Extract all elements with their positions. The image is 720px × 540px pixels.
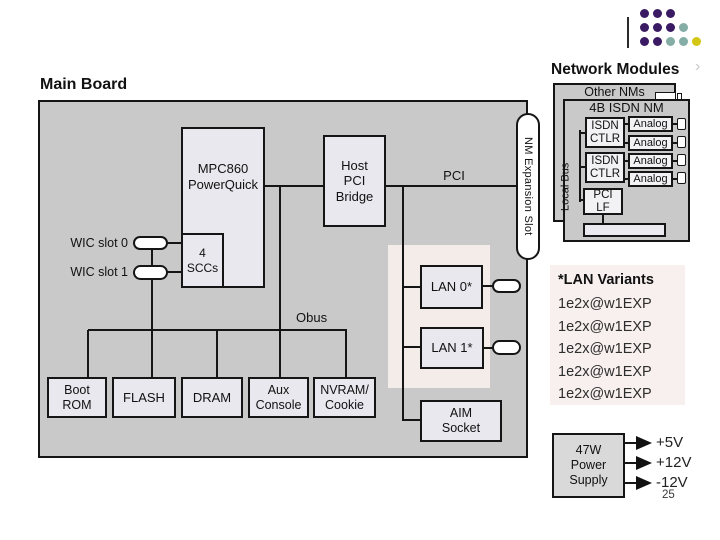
lan-variant-item: 1e2x@w1EXP (558, 296, 652, 312)
connector-line (624, 178, 629, 180)
connector-line (624, 142, 629, 144)
connector-line (624, 123, 629, 125)
block-sccs: 4 SCCs (181, 233, 224, 288)
connector-line (579, 166, 585, 168)
analog-port-1 (677, 118, 686, 130)
lan-variants-title: *LAN Variants (558, 272, 654, 288)
connector-line (673, 142, 677, 144)
lan-variant-item: 1e2x@w1EXP (558, 363, 652, 380)
logo-dot (653, 37, 662, 46)
obus-label: Obus (296, 310, 328, 325)
logo-dot (653, 23, 662, 32)
block-analog-4: Analog (628, 171, 673, 187)
block-pci-lf: PCI LF (583, 188, 623, 215)
connector-line (403, 346, 421, 348)
connector-line (579, 132, 585, 134)
connector-line (673, 160, 677, 162)
power-output-label-1: +5V (656, 434, 684, 451)
connector-line (151, 243, 153, 377)
connector-line (166, 242, 182, 244)
pci-bus-line (265, 185, 518, 187)
power-output-label-2: +12V (656, 454, 692, 471)
wic-slot-1-connector (133, 265, 168, 280)
power-arrow-3-head (636, 476, 652, 490)
logo-dot (679, 37, 688, 46)
power-arrow-2-head (636, 456, 652, 470)
lan0-connector (492, 279, 521, 293)
connector-line (483, 285, 492, 287)
connector-line (216, 330, 218, 377)
connector-line (624, 160, 629, 162)
main-board-title: Main Board (40, 76, 128, 93)
pci-bus-label: PCI (443, 168, 465, 183)
block-lan1: LAN 1* (420, 327, 484, 369)
connector-line (403, 286, 421, 288)
isdn-nm-label: 4B ISDN NM (589, 100, 664, 115)
other-nms-label: Other NMs (584, 85, 645, 99)
connector-line (279, 186, 281, 377)
logo-dot (666, 23, 675, 32)
connector-line (345, 330, 347, 377)
block-lan0: LAN 0* (420, 265, 483, 309)
logo-dot (640, 23, 649, 32)
block-isdn-ctlr-1: ISDN CTLR (585, 117, 625, 148)
block-aux-console: Aux Console (248, 377, 309, 418)
block-nvram-cookie: NVRAM/ Cookie (313, 377, 376, 418)
analog-port-3 (677, 154, 686, 166)
analog-port-4 (677, 172, 686, 184)
block-isdn-ctlr-2: ISDN CTLR (585, 152, 625, 183)
block-boot-rom: Boot ROM (47, 377, 107, 418)
network-modules-heading: Network Modules (551, 61, 680, 78)
connector-line (402, 186, 404, 421)
page-number: 25 (662, 489, 675, 501)
block-aim-socket: AIM Socket (420, 400, 502, 442)
logo-dot (653, 9, 662, 18)
power-arrow-1-head (636, 436, 652, 450)
block-analog-2: Analog (628, 135, 673, 151)
connector-line (673, 123, 677, 125)
block-flash: FLASH (112, 377, 176, 418)
logo-dot (666, 37, 675, 46)
lan-variant-item: 1e2x@w1EXP (558, 341, 652, 357)
lan-variants-panel (550, 265, 685, 405)
lan-variant-item: 1e2x@w1EXP (558, 386, 652, 402)
power-arrow-2 (624, 462, 638, 464)
nm-edge-connector (583, 223, 666, 237)
logo-dot (692, 37, 701, 46)
local-bus-label: Local Bus (559, 162, 572, 212)
connector-line (602, 215, 604, 223)
logo (620, 5, 715, 55)
connector-line (484, 347, 493, 349)
connector-line (87, 330, 89, 377)
logo-bar (627, 17, 629, 48)
chevron-right-icon: › (695, 58, 701, 75)
connector-line (403, 419, 421, 421)
logo-dot (640, 37, 649, 46)
logo-dot (679, 23, 688, 32)
logo-dot (640, 9, 649, 18)
power-output-label-3: -12V (656, 474, 688, 491)
power-supply-block: 47W Power Supply (552, 433, 625, 498)
wic-slot-0-label: WIC slot 0 (70, 236, 128, 250)
block-host-pci-bridge: Host PCI Bridge (323, 135, 386, 227)
lan1-connector (492, 340, 521, 355)
connector-line (673, 178, 677, 180)
lan-variants-list: 1e2x@w1EXP 1e2x@w1EXP 1e2x@w1EXP 1e2x@w1… (558, 293, 652, 406)
power-arrow-3 (624, 482, 638, 484)
wic-slot-1-label: WIC slot 1 (70, 265, 128, 279)
block-analog-1: Analog (628, 116, 673, 132)
analog-port-2 (677, 136, 686, 148)
connector-line (579, 199, 585, 201)
logo-dot (666, 9, 675, 18)
block-analog-3: Analog (628, 153, 673, 169)
power-arrow-1 (624, 442, 638, 444)
wic-slot-0-connector (133, 236, 168, 250)
connector-line (166, 271, 182, 273)
nm-expansion-slot: NM Expansion Slot (516, 113, 540, 260)
block-dram: DRAM (181, 377, 243, 418)
lan-variant-item: 1e2x@w1EXP (558, 318, 652, 335)
